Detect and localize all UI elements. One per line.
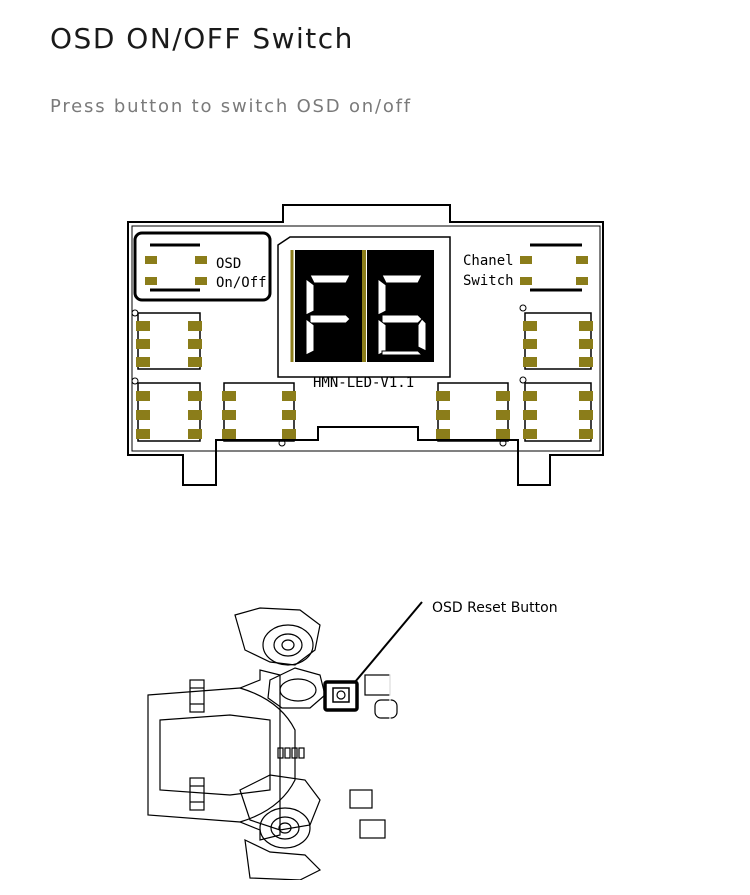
page-subtitle: Press button to switch OSD on/off (50, 96, 412, 117)
solder-pad (222, 429, 236, 439)
board-inner-outline (131, 225, 601, 452)
frame-inner-outline (159, 714, 271, 796)
standoff-top (189, 679, 205, 713)
solder-pad (579, 410, 593, 420)
solder-pad (188, 339, 202, 349)
solder-pad (136, 429, 150, 439)
digit-left-bg (295, 250, 362, 362)
connector-block (359, 819, 386, 839)
solder-pad (523, 321, 537, 331)
solder-pad (188, 321, 202, 331)
osd-switch-pads (145, 256, 207, 285)
drone-frame-drawing: OSD Reset Button (147, 600, 558, 880)
osd-label-line1: OSD (216, 256, 241, 272)
solder-pad (136, 321, 150, 331)
solder-pad (282, 391, 296, 401)
solder-pad (579, 321, 593, 331)
standoff-bottom (189, 777, 205, 811)
usb-connector (364, 674, 391, 696)
board-name: HMN-LED-V1.1 (313, 375, 414, 391)
solder-pad (282, 410, 296, 420)
chip-packages (136, 312, 593, 442)
frame-outline (147, 669, 281, 841)
motor-bottom (239, 774, 322, 880)
motor-top (234, 607, 326, 709)
solder-pad (136, 339, 150, 349)
solder-pad (579, 391, 593, 401)
header-pins (277, 747, 305, 759)
solder-pad (579, 339, 593, 349)
solder-pad (523, 357, 537, 367)
solder-pad (496, 429, 510, 439)
led-board-diagram: OSD On/Off F6 HMN-LED-V1.1 Chanel Switch (127, 204, 604, 486)
osd-reset-button-highlight[interactable] (323, 680, 359, 712)
solder-pad (136, 410, 150, 420)
callout-line (354, 601, 423, 683)
solder-pad (222, 410, 236, 420)
solder-pad (436, 429, 450, 439)
solder-pad (222, 391, 236, 401)
solder-pad (523, 391, 537, 401)
solder-pad (188, 357, 202, 367)
solder-pad (496, 391, 510, 401)
solder-pad (136, 391, 150, 401)
chanel-switch-pads (520, 256, 588, 285)
osd-reset-button-icon (332, 687, 350, 703)
frame-body (239, 687, 296, 823)
osd-label-line2: On/Off (216, 275, 267, 291)
solder-pad (282, 429, 296, 439)
solder-pad (523, 339, 537, 349)
solder-pad (579, 429, 593, 439)
solder-pad (579, 357, 593, 367)
solder-pad (496, 410, 510, 420)
solder-pad (188, 410, 202, 420)
chanel-label-line2: Switch (463, 273, 514, 289)
chanel-label-line1: Chanel (463, 253, 514, 269)
solder-pad (523, 429, 537, 439)
digit-f-segments (305, 274, 351, 356)
osd-switch-box[interactable] (133, 231, 272, 302)
component-block (349, 789, 373, 809)
solder-pad (188, 391, 202, 401)
solder-pad (523, 410, 537, 420)
solder-pad (436, 410, 450, 420)
digit-6-segments (377, 274, 427, 356)
page-title: OSD ON/OFF Switch (50, 22, 354, 55)
solder-pad (136, 357, 150, 367)
solder-pad (436, 391, 450, 401)
capacitor (374, 699, 398, 719)
solder-pad (188, 429, 202, 439)
callout-label: OSD Reset Button (432, 600, 558, 616)
